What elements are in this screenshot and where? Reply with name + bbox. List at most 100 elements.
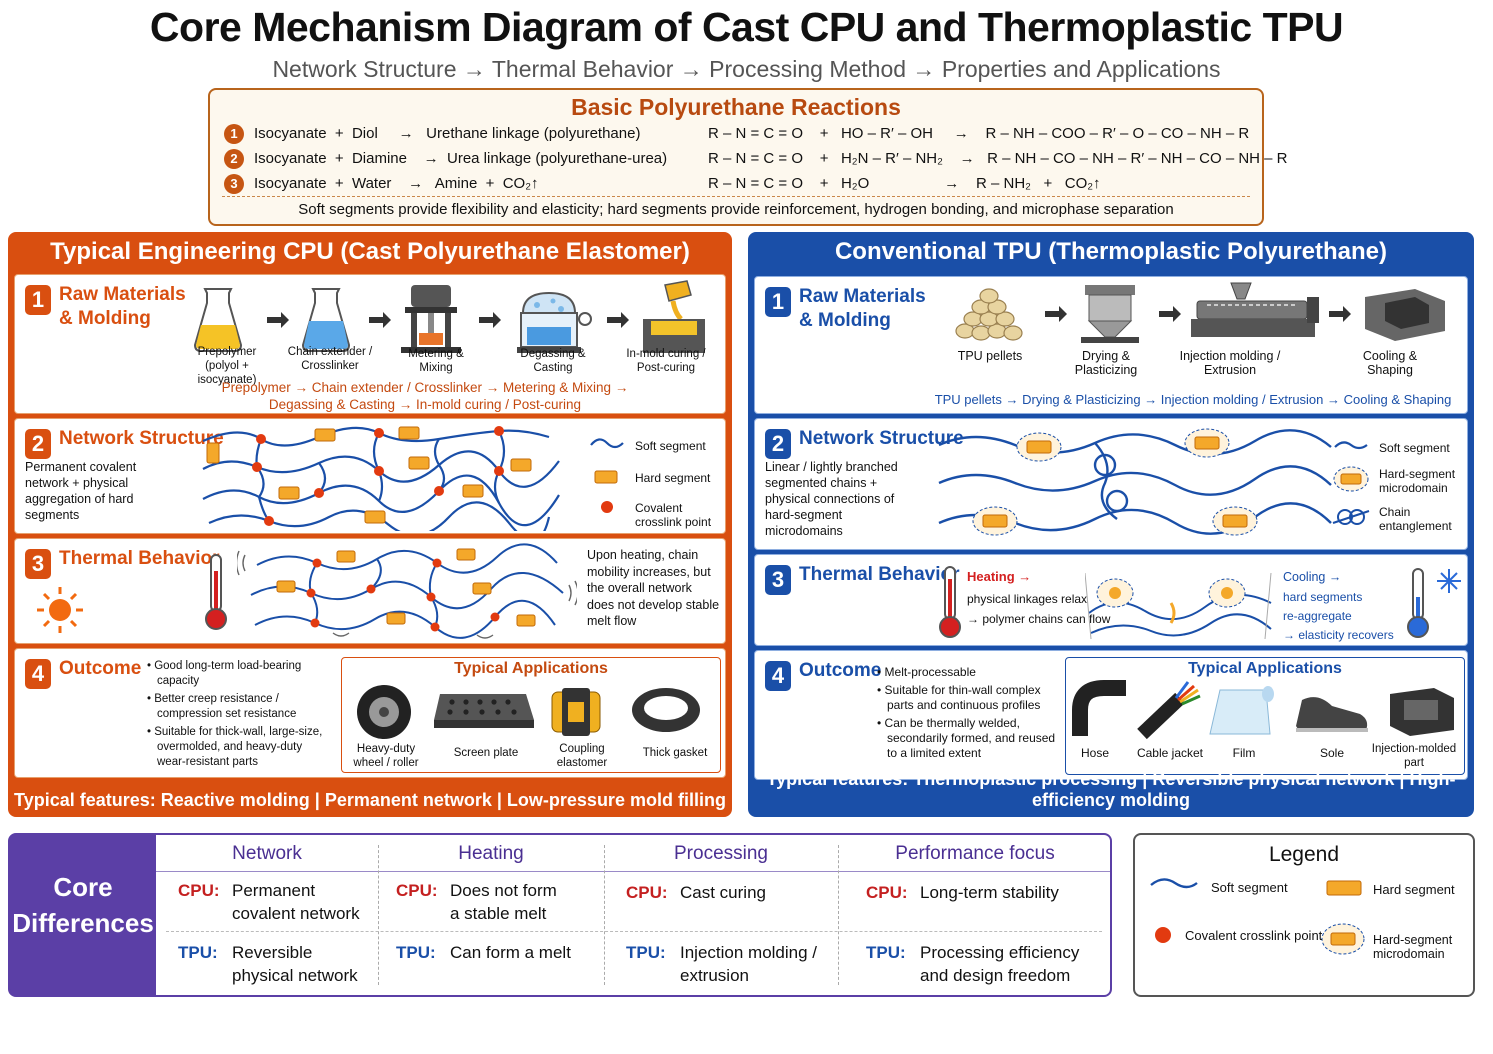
cpu-features-footer: Typical features: Reactive molding | Per…: [14, 790, 726, 810]
cpu-tag: CPU:: [178, 881, 220, 900]
column-divider: [838, 845, 839, 985]
cpu-thermal-section: 3 Thermal Behavior: [14, 538, 726, 644]
tpu-raw-materials-section: 1 Raw Materials & Molding: [754, 276, 1468, 414]
snowflake-icon: [1437, 569, 1461, 593]
sun-icon: [37, 587, 83, 633]
cell-text: Does not form a stable melt: [450, 881, 557, 923]
reaction-number: 1: [224, 124, 244, 144]
section-number: 3: [25, 549, 51, 579]
cell-text: Permanent covalent network: [232, 881, 360, 923]
section-heading: Network Structure: [59, 428, 224, 449]
hose-icon: [1072, 680, 1126, 736]
section-heading: Network Structure: [799, 428, 964, 449]
beaker-icon: [301, 288, 351, 352]
molded-part-icon: [1365, 289, 1445, 341]
injection-molded-part-icon: [1390, 688, 1454, 736]
tpu-process-icons: [955, 282, 1445, 343]
cpu-panel-title: Typical Engineering CPU (Cast Polyuretha…: [50, 238, 690, 265]
cell-text: Can form a melt: [450, 943, 571, 962]
row-divider: [166, 931, 1102, 932]
core-differences-label: Core Differences: [12, 872, 154, 938]
legend-label: Chain entanglement: [1379, 505, 1452, 533]
step-label: In-mold curing / Post-curing: [626, 348, 706, 374]
tpu-thermal-section: 3 Thermal Behavior Heating → physical li…: [754, 554, 1468, 646]
section-number: 2: [765, 429, 791, 459]
arrow-right-icon: [1329, 306, 1351, 322]
cell-text: Long-term stability: [920, 883, 1059, 902]
step-label: Chain extender / Crosslinker: [287, 346, 373, 372]
reactions-note: Soft segments provide flexibility and el…: [222, 196, 1250, 218]
thermometer-hot-icon: [939, 566, 961, 638]
cpu-application-icons: [357, 685, 700, 739]
cpu-network-legend-icons: [590, 438, 624, 513]
section-number: 3: [765, 565, 791, 595]
cooling-description: hard segments: [1283, 590, 1363, 604]
reaction-row: 2 Isocyanate + Diamine → Urea linkage (p…: [224, 149, 1288, 171]
core-differences-table: Core Differences Network Heating Process…: [8, 833, 1112, 997]
application-label: Heavy-duty wheel / roller: [353, 743, 419, 769]
reaction-formula: R – N = C = O + H₂O → R – NH₂ + CO₂↑: [708, 175, 1101, 192]
step-label: Prepolymer (polyol + isocyanate): [197, 346, 257, 386]
process-flow-line: Prepolymer → Chain extender / Crosslinke…: [221, 380, 629, 395]
cpu-heated-network-diagram: [237, 543, 577, 639]
process-flow-line: Degassing & Casting → In-mold curing / P…: [268, 397, 582, 412]
step-label: Injection molding / Extrusion: [1179, 349, 1281, 377]
page-title: Core Mechanism Diagram of Cast CPU and T…: [149, 4, 1344, 50]
header-divider: [156, 871, 1110, 872]
screen-plate-icon: [434, 694, 534, 728]
degassing-chamber-icon: [517, 291, 592, 353]
shoe-sole-icon: [1296, 697, 1368, 732]
step-label: Cooling & Shaping: [1362, 349, 1418, 377]
legend-label: Soft segment: [635, 439, 706, 453]
hard-segment-icon: [594, 470, 618, 484]
outcome-bullets: • Melt-processable • Suitable for thin-w…: [877, 665, 1063, 764]
cpu-cell: CPU:Cast curing: [626, 881, 826, 931]
cpu-cell: CPU: Permanent covalent network: [178, 879, 378, 929]
hard-segment-icon: [1326, 880, 1362, 896]
section-description: Linear / lightly branched segmented chai…: [765, 460, 898, 538]
cable-jacket-icon: [1137, 681, 1201, 740]
application-label: Coupling elastomer: [556, 743, 608, 769]
column-header: Processing: [674, 843, 768, 864]
legend-label: Covalent crosslink point: [1185, 928, 1323, 943]
legend-icons: [1150, 878, 1365, 955]
page-subtitle: Network Structure → Thermal Behavior → P…: [272, 56, 1221, 82]
section-number: 4: [25, 659, 51, 689]
heating-description: → polymer chains can flow: [967, 612, 1111, 626]
tpu-network-diagram: [938, 428, 1332, 536]
tpu-features-footer: Typical features: Thermoplastic processi…: [766, 769, 1456, 810]
outcome-bullet: • Better creep resistance / compression …: [147, 693, 297, 720]
arrow-right-icon: [1045, 306, 1067, 322]
outcome-bullet: • Good long-term load-bearing capacity: [147, 660, 302, 687]
tpu-tag: TPU:: [396, 943, 436, 962]
tpu-network-section: 2 Network Structure Linear / lightly bra…: [754, 418, 1468, 550]
cpu-tag: CPU:: [396, 881, 438, 900]
cpu-applications-box: Typical Applications Heavy-duty wheel / …: [341, 657, 721, 773]
applications-title: Typical Applications: [1188, 660, 1342, 677]
mold-pouring-icon: [643, 280, 705, 353]
soft-segment-icon: [1334, 441, 1368, 450]
section-heading: Outcome: [59, 658, 142, 679]
cpu-cell: CPU:Long-term stability: [866, 881, 1106, 931]
cooling-description: → elasticity recovers: [1283, 628, 1394, 642]
reaction-number: 2: [224, 149, 244, 169]
thermometer-hot-icon: [205, 554, 227, 630]
application-label: Film: [1232, 746, 1256, 760]
cooling-label: Cooling →: [1283, 570, 1342, 584]
step-label: TPU pellets: [957, 349, 1023, 363]
cpu-panel: Typical Engineering CPU (Cast Polyuretha…: [8, 232, 732, 817]
tpu-cell: TPU:Injection molding / extrusion: [626, 941, 826, 991]
step-label: Metering & Mixing: [408, 348, 464, 374]
arrow-right-icon: [369, 312, 391, 328]
application-label: Thick gasket: [642, 747, 708, 759]
coupling-icon: [551, 688, 601, 736]
application-label: Cable jacket: [1136, 746, 1204, 760]
pellets-icon: [955, 288, 1023, 341]
section-number: 1: [25, 285, 51, 315]
cpu-outcome-section: 4 Outcome • Good long-term load-bearing …: [14, 648, 726, 778]
chain-entanglement-icon: [1332, 509, 1370, 525]
hard-segment-microdomain-icon: [972, 428, 1258, 536]
application-label: Screen plate: [453, 747, 519, 759]
outcome-bullet: • Suitable for thin-wall complex parts a…: [877, 683, 1041, 712]
section-number: 2: [25, 429, 51, 459]
